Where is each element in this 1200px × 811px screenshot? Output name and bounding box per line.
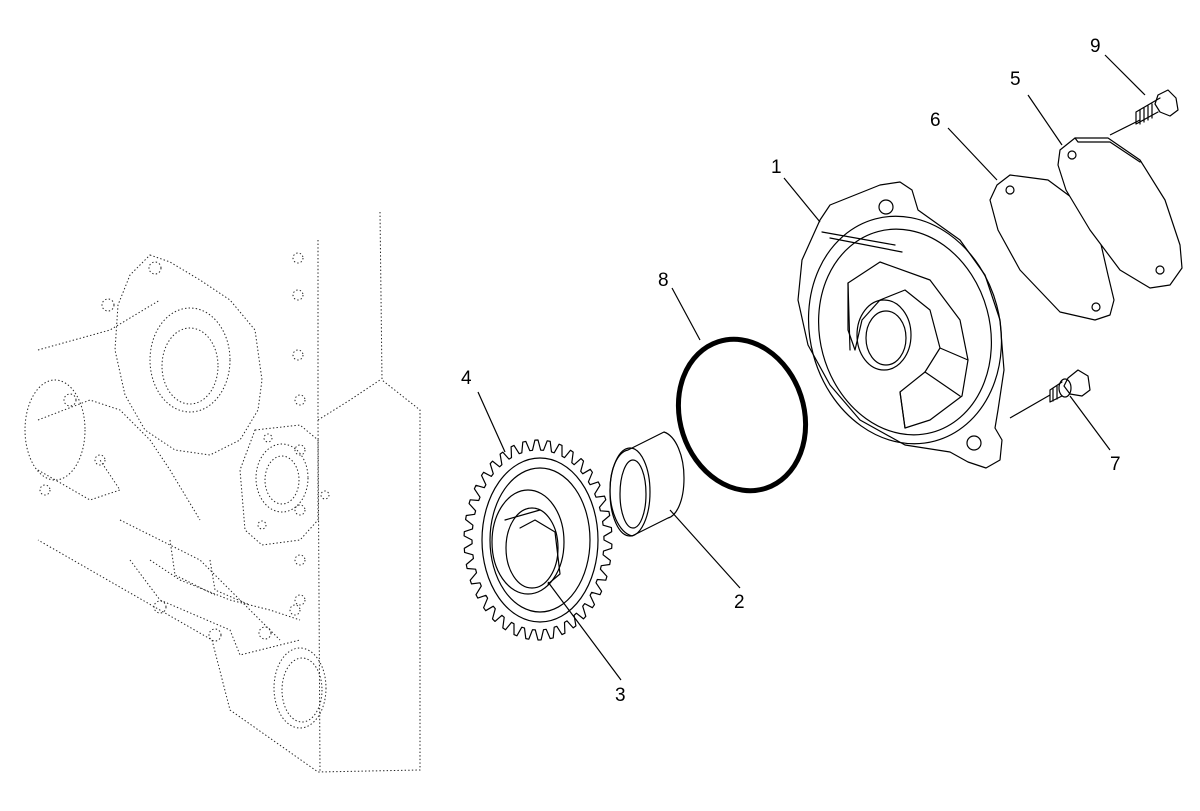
leader-lines xyxy=(477,54,1146,681)
callout-1: 1 xyxy=(771,157,782,178)
gear-bushing xyxy=(519,519,561,585)
callout-2: 2 xyxy=(734,592,745,613)
callout-3: 3 xyxy=(615,685,626,706)
spacer-sleeve xyxy=(609,431,685,537)
o-ring xyxy=(675,336,809,494)
callout-5: 5 xyxy=(1010,69,1021,90)
idler-gear xyxy=(463,439,613,641)
callout-7: 7 xyxy=(1110,454,1121,475)
gear-housing xyxy=(797,181,1005,469)
callout-labels: 1 2 3 4 5 6 7 8 9 xyxy=(461,36,1121,706)
cover-gasket xyxy=(989,174,1115,321)
cover-plate xyxy=(1057,137,1183,289)
callout-4: 4 xyxy=(461,368,472,389)
callout-8: 8 xyxy=(658,270,669,291)
engine-front-housing xyxy=(24,211,421,773)
housing-bolt xyxy=(1049,369,1091,403)
cover-bolt xyxy=(1135,89,1179,125)
callout-9: 9 xyxy=(1090,36,1101,57)
callout-6: 6 xyxy=(930,110,941,131)
